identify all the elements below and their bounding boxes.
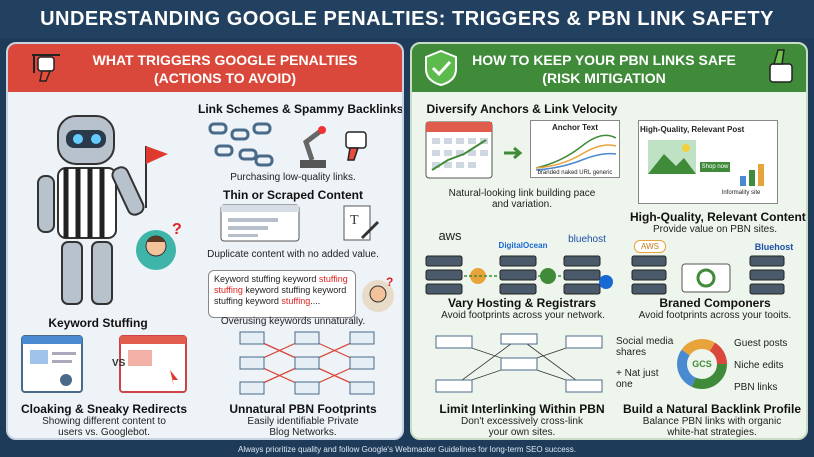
penalty-triggers-panel: WHAT TRIGGERS GOOGLE PENALTIES (ACTIONS … — [6, 42, 404, 440]
robot-arm-icon — [300, 126, 326, 168]
thin-content-desc: Duplicate content with no added value. — [207, 249, 379, 260]
page-title: UNDERSTANDING GOOGLE PENALTIES: TRIGGERS… — [0, 0, 814, 38]
interlinking-title: Limit Interlinking Within PBN — [439, 402, 605, 416]
profile-center-label: GCS — [692, 359, 712, 369]
profile-nat-label-1: + Nat just — [616, 368, 659, 379]
profile-desc-line2: white-hat strategies. — [667, 427, 757, 438]
profile-desc-line1: Balance PBN links with organic — [642, 416, 782, 427]
cloaking-browsers-icon — [21, 335, 187, 393]
profile-title: Build a Natural Backlink Profile — [622, 402, 802, 416]
link-schemes-title: Link Schemes & Spammy Backlinks — [198, 102, 404, 116]
browser-window-icon — [220, 204, 300, 242]
shop-now-button[interactable]: Shop now — [700, 162, 730, 172]
footer-note: Always prioritize quality and follow Goo… — [238, 445, 576, 454]
cloaking-desc-line1: Showing different content to — [42, 416, 166, 427]
kw-text-3: stuffing — [214, 285, 243, 295]
server-racks-icon — [425, 255, 613, 295]
keyword-stuffing-desc: Overusing keywords unnaturally. — [220, 316, 366, 327]
profile-guest-label: Guest posts — [734, 338, 788, 349]
safety-heading-line2: (RISK MITIGATION — [542, 70, 666, 86]
triggers-heading-line1: WHAT TRIGGERS GOOGLE PENALTIES — [92, 52, 358, 68]
diversify-desc-line2: and variation. — [491, 199, 553, 210]
hosting-desc: Avoid footprints across your network. — [441, 310, 605, 321]
anchor-trend-lines — [535, 134, 617, 171]
pbn-footprints-title: Unnatural PBN Footprints — [229, 402, 377, 416]
profile-social-label-2: shares — [616, 347, 647, 358]
landscape-image-icon — [648, 140, 696, 174]
safety-header: HOW TO KEEP YOUR PBN LINKS SAFE (RISK MI… — [412, 44, 806, 92]
pbn-safety-panel: HOW TO KEEP YOUR PBN LINKS SAFE (RISK MI… — [410, 42, 808, 440]
thumbs-down-icon — [32, 54, 60, 82]
quality-desc: Provide value on PBN sites. — [653, 224, 777, 235]
backlink-donut-icon — [677, 339, 727, 389]
confused-person-icon: ? — [136, 221, 182, 270]
interlinking-desc-line2: your own sites. — [488, 427, 556, 438]
kw-text-4: keyword stuffing keyword — [242, 285, 347, 295]
quality-post-card-title: High-Quality, Relevant Post — [640, 125, 745, 134]
quality-title: High-Quality, Relevant Content — [630, 210, 806, 224]
thumbs-down-small-icon — [345, 131, 367, 161]
document-pencil-icon: T — [343, 205, 380, 241]
triggers-header: WHAT TRIGGERS GOOGLE PENALTIES (ACTIONS … — [8, 44, 402, 92]
keyword-stuffing-title: Keyword Stuffing — [48, 316, 148, 330]
interlink-network-icon — [435, 333, 603, 393]
profile-nat-label-2: one — [616, 379, 633, 390]
shield-check-icon — [425, 49, 457, 87]
pbn-footprints-desc-line1: Easily identifiable Private — [247, 416, 359, 427]
chain-links-icon — [208, 122, 274, 167]
link-schemes-desc: Purchasing low-quality links. — [230, 172, 356, 183]
pbn-footprints-desc-line2: Blog Networks. — [269, 427, 337, 438]
anchor-text-chart-box — [530, 120, 620, 178]
robot-referee-icon — [37, 115, 168, 305]
calendar-icon — [425, 121, 493, 179]
profile-social-label-1: Social media — [616, 336, 674, 347]
component-servers-icon — [631, 255, 785, 295]
interlinking-desc-line1: Don't excessively cross-link — [461, 416, 583, 427]
quality-card-caption: Informality site — [721, 190, 761, 196]
svg-text:?: ? — [386, 275, 393, 289]
thumbs-up-icon — [769, 49, 793, 83]
kw-text-5: stuffing keyword — [214, 296, 282, 306]
kw-text-1: Keyword stuffing keyword — [214, 274, 319, 284]
kw-text-7: .... — [310, 296, 321, 306]
thinking-person-icon: ? — [362, 275, 394, 312]
kw-text-6: stuffing — [281, 296, 311, 306]
anchor-text-chart-label: Anchor Text — [551, 123, 599, 132]
profile-niche-label: Niche edits — [734, 360, 784, 371]
aws-component-brand: AWS — [634, 240, 666, 253]
components-desc: Avoid footprints across your tooits. — [638, 310, 792, 321]
cloaking-desc-line2: users vs. Googlebot. — [58, 427, 150, 438]
bar-chart-icon — [740, 164, 764, 186]
cloaking-title: Cloaking & Sneaky Redirects — [20, 402, 188, 416]
bluehost-brand: bluehost — [568, 234, 606, 245]
components-title: Braned Componers — [659, 296, 771, 310]
versus-label: VS — [112, 358, 126, 369]
diversify-title: Diversify Anchors & Link Velocity — [426, 102, 618, 116]
safety-heading-line1: HOW TO KEEP YOUR PBN LINKS SAFE — [472, 52, 736, 68]
anchor-axis-label: branded naked URL generic — [537, 170, 613, 176]
hosting-title: Vary Hosting & Registrars — [447, 296, 597, 310]
arrow-right-icon — [504, 146, 523, 160]
aws-brand: aws — [438, 228, 462, 243]
pbn-network-icon — [239, 331, 375, 395]
profile-pbn-label: PBN links — [734, 382, 778, 393]
svg-text:?: ? — [172, 221, 182, 238]
kw-text-2: stuffing — [318, 274, 348, 284]
svg-text:T: T — [350, 213, 359, 228]
diversify-desc-line1: Natural-looking link building pace — [448, 188, 596, 199]
thin-content-title: Thin or Scraped Content — [222, 188, 363, 202]
triggers-heading-line2: (ACTIONS TO AVOID) — [153, 70, 297, 86]
bluehost-component-brand: Bluehost — [754, 242, 794, 252]
digitalocean-brand: DigitalOcean — [498, 241, 548, 250]
